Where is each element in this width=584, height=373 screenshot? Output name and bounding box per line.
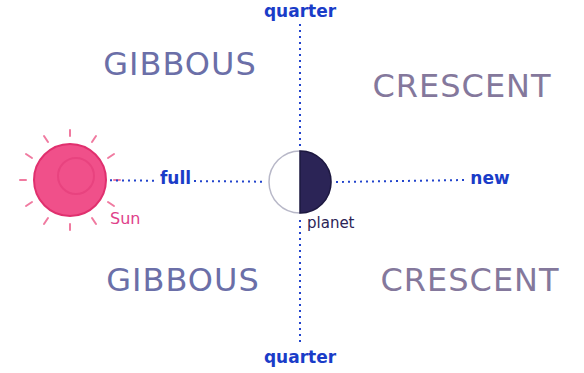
planet-circle: planet xyxy=(267,149,333,215)
new-label: new xyxy=(468,169,511,189)
sun-circle: Sun xyxy=(32,142,108,218)
planet-circle-shape xyxy=(267,149,333,215)
phase-region-label: GIBBOUS xyxy=(101,46,259,83)
phase-region-label: CRESCENT xyxy=(370,68,553,105)
edge-label: full xyxy=(157,169,194,189)
sun-rays xyxy=(20,130,120,230)
phase-region-label: CRESCENT xyxy=(378,262,561,299)
quarter-label: quarter xyxy=(262,348,338,368)
node-label: planet xyxy=(307,215,355,232)
sun-circle-shape xyxy=(32,142,108,218)
phase-region-label: GIBBOUS xyxy=(104,262,262,299)
node-label: Sun xyxy=(110,210,140,228)
quarter-label: quarter xyxy=(262,2,338,22)
